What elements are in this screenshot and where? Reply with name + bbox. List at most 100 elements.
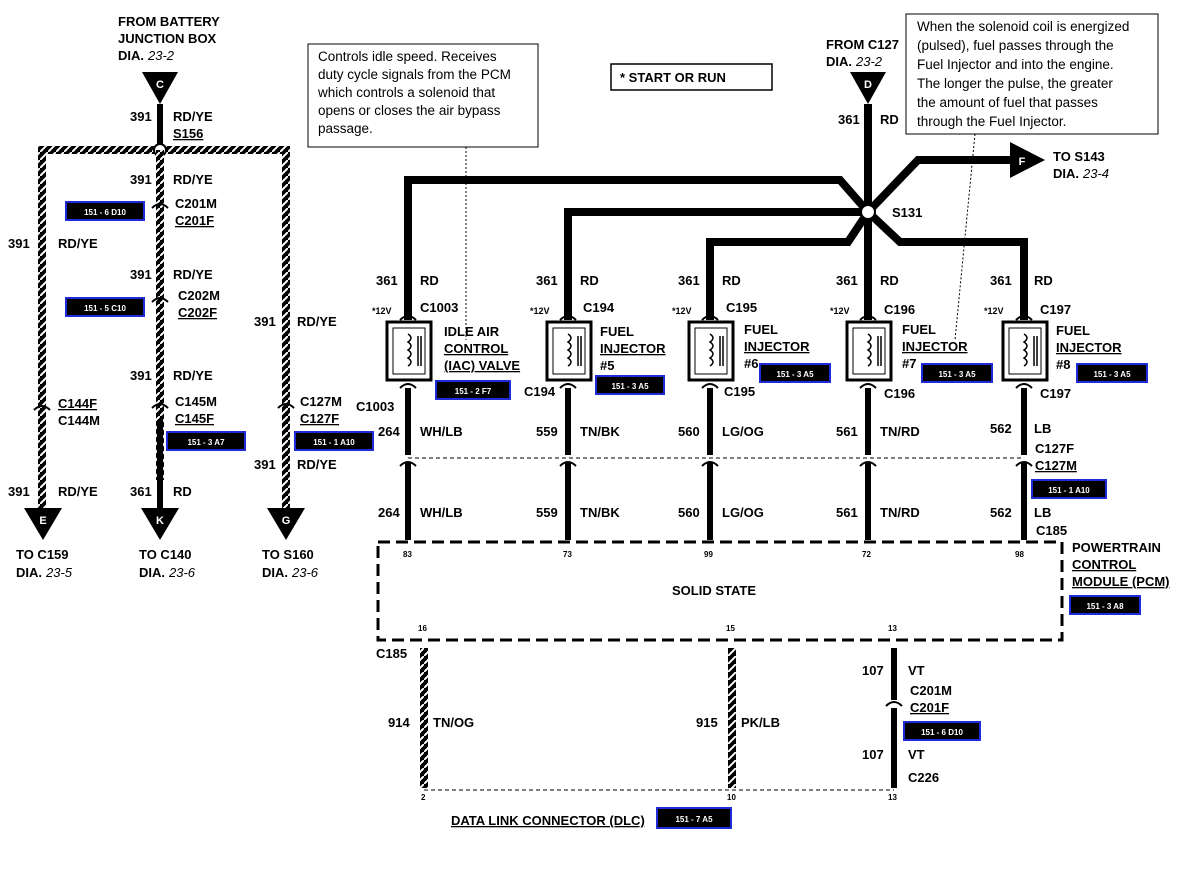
connector-g-arrow: [267, 508, 305, 540]
svg-text:FROM BATTERY: FROM BATTERY: [118, 14, 220, 29]
svg-text:RD: RD: [722, 273, 741, 288]
connector-c-arrow: [142, 72, 178, 104]
svg-text:#8: #8: [1056, 357, 1070, 372]
pcm-module: 83 73 99 72 98 SOLID STATE 16 15 13: [376, 540, 1064, 642]
svg-text:C144F: C144F: [58, 396, 97, 411]
page-ref-badge[interactable]: 151 - 3 A5: [1076, 363, 1148, 383]
page-ref-badge[interactable]: 151 - 6 D10: [903, 721, 981, 741]
svg-text:264: 264: [378, 424, 400, 439]
svg-text:C226: C226: [908, 770, 939, 785]
svg-text:151 - 3 A5: 151 - 3 A5: [611, 382, 649, 391]
svg-text:151 - 6 D10: 151 - 6 D10: [84, 208, 126, 217]
svg-text:#5: #5: [600, 358, 614, 373]
svg-text:*12V: *12V: [984, 306, 1004, 316]
svg-text:E: E: [39, 515, 46, 527]
page-ref-badge[interactable]: 151 - 3 A5: [759, 363, 831, 383]
component-fuel-injector-8: 361 RD *12V C197 FUEL INJECTOR #8 C197: [984, 273, 1122, 401]
svg-text:*12V: *12V: [672, 306, 692, 316]
svg-text:C127F: C127F: [300, 411, 339, 426]
svg-text:The longer the pulse, the grea: The longer the pulse, the greater: [917, 76, 1113, 91]
svg-text:16: 16: [418, 624, 427, 633]
page-ref-badge[interactable]: 151 - 1 A10: [294, 431, 374, 451]
c127-source: FROM C127 DIA. 23-2 D: [826, 37, 899, 104]
svg-text:107: 107: [862, 747, 884, 762]
svg-text:C195: C195: [724, 384, 755, 399]
svg-text:RD/YE: RD/YE: [297, 457, 337, 472]
svg-text:361: 361: [130, 484, 152, 499]
page-ref-badge[interactable]: 151 - 3 A5: [595, 375, 665, 395]
svg-text:23-6: 23-6: [168, 565, 196, 580]
svg-text:the amount of fuel that passes: the amount of fuel that passes: [917, 95, 1098, 110]
svg-text:TN/RD: TN/RD: [880, 424, 920, 439]
svg-text:99: 99: [704, 550, 713, 559]
svg-text:391: 391: [8, 484, 30, 499]
svg-text:10: 10: [727, 793, 736, 802]
svg-text:561: 561: [836, 505, 858, 520]
page-ref-badge[interactable]: 151 - 3 A7: [166, 431, 246, 451]
connector-f-arrow: [1010, 142, 1045, 178]
dlc-wires: [420, 648, 903, 791]
svg-text:361: 361: [536, 273, 558, 288]
svg-text:23-5: 23-5: [45, 565, 73, 580]
page-ref-badge[interactable]: 151 - 3 A5: [921, 363, 993, 383]
svg-text:361: 361: [836, 273, 858, 288]
svg-text:C: C: [156, 79, 164, 91]
svg-text:LB: LB: [1034, 421, 1051, 436]
svg-text:CONTROL: CONTROL: [1072, 557, 1136, 572]
svg-text:C127M: C127M: [300, 394, 342, 409]
svg-text:passage.: passage.: [318, 121, 373, 136]
page-ref-badge[interactable]: 151 - 7 A5: [656, 807, 732, 829]
svg-text:CONTROL: CONTROL: [444, 341, 508, 356]
svg-text:TO C159: TO C159: [16, 547, 69, 562]
page-ref-badge[interactable]: 151 - 6 D10: [65, 201, 145, 221]
page-ref-badge[interactable]: 151 - 1 A10: [1031, 479, 1107, 499]
svg-text:DIA.: DIA.: [1053, 166, 1079, 181]
svg-text:TN/BK: TN/BK: [580, 424, 620, 439]
svg-text:151 - 5 C10: 151 - 5 C10: [84, 304, 126, 313]
svg-text:RD: RD: [880, 273, 899, 288]
connector-d-arrow: [850, 72, 886, 104]
svg-text:C202F: C202F: [178, 305, 217, 320]
svg-text:562: 562: [990, 505, 1012, 520]
page-ref-badge[interactable]: 151 - 5 C10: [65, 297, 145, 317]
svg-text:WH/LB: WH/LB: [420, 424, 463, 439]
svg-text:23-6: 23-6: [291, 565, 319, 580]
svg-text:RD: RD: [1034, 273, 1053, 288]
svg-text:(pulsed), fuel passes through: (pulsed), fuel passes through the: [917, 38, 1114, 53]
svg-text:*12V: *12V: [372, 306, 392, 316]
svg-text:FUEL: FUEL: [600, 324, 634, 339]
svg-text:151 - 6 D10: 151 - 6 D10: [921, 728, 963, 737]
svg-text:duty cycle signals from the PC: duty cycle signals from the PCM: [318, 67, 511, 82]
page-ref-badge[interactable]: 151 - 2 F7: [435, 380, 511, 400]
svg-text:73: 73: [563, 550, 572, 559]
svg-text:RD/YE: RD/YE: [173, 267, 213, 282]
svg-text:562: 562: [990, 421, 1012, 436]
svg-text:INJECTOR: INJECTOR: [600, 341, 666, 356]
svg-text:C197: C197: [1040, 302, 1071, 317]
svg-text:2: 2: [421, 793, 426, 802]
svg-text:361: 361: [838, 112, 860, 127]
svg-text:559: 559: [536, 424, 558, 439]
page-ref-badge[interactable]: 151 - 3 A8: [1069, 595, 1141, 615]
svg-text:RD/YE: RD/YE: [58, 236, 98, 251]
svg-text:C196: C196: [884, 302, 915, 317]
svg-text:C201F: C201F: [175, 213, 214, 228]
svg-text:TN/RD: TN/RD: [880, 505, 920, 520]
svg-text:through the Fuel Injector.: through the Fuel Injector.: [917, 114, 1066, 129]
svg-text:*12V: *12V: [530, 306, 550, 316]
svg-text:* START OR RUN: * START OR RUN: [620, 70, 726, 85]
svg-text:151 - 3 A5: 151 - 3 A5: [938, 370, 976, 379]
svg-text:INJECTOR: INJECTOR: [1056, 340, 1122, 355]
svg-text:C144M: C144M: [58, 413, 100, 428]
iac-note: Controls idle speed. Receives duty cycle…: [307, 43, 539, 340]
svg-text:83: 83: [403, 550, 412, 559]
svg-text:C1003: C1003: [356, 399, 394, 414]
svg-text:915: 915: [696, 715, 718, 730]
svg-text:72: 72: [862, 550, 871, 559]
svg-text:559: 559: [536, 505, 558, 520]
dlc-label: DATA LINK CONNECTOR (DLC): [451, 813, 645, 828]
start-run-note: * START OR RUN: [610, 63, 773, 91]
component-fuel-injector-6: 361 RD *12V C195 FUEL INJECTOR #6 C195: [672, 273, 810, 399]
svg-text:opens or closes the air bypass: opens or closes the air bypass: [318, 103, 501, 118]
splice-s156: S156: [173, 126, 203, 141]
